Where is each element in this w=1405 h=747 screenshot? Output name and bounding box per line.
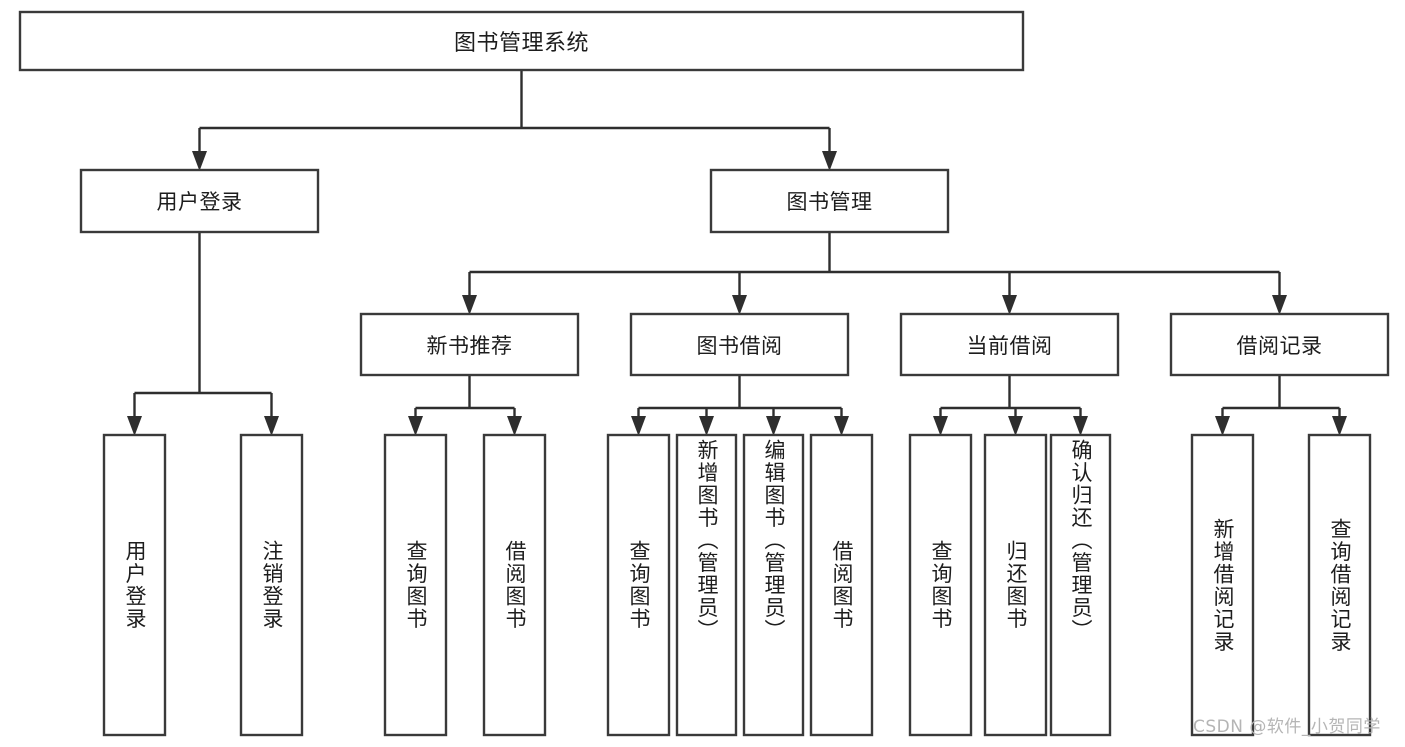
connector-arrowhead [1002,295,1017,315]
leaf-box[interactable] [983,433,1048,737]
leaf-box[interactable] [742,433,805,737]
level3-box[interactable] [1169,312,1390,377]
leaf-box[interactable] [606,433,671,737]
leaf-box[interactable] [908,433,973,737]
connector-arrowhead [1332,416,1347,436]
node-box-group [18,10,1390,737]
connector-arrowhead [507,416,522,436]
leaf-box[interactable] [809,433,874,737]
level3-box[interactable] [899,312,1120,377]
leaf-box[interactable] [102,433,167,737]
leaf-box[interactable] [383,433,448,737]
connector-arrowhead [732,295,747,315]
leaf-box[interactable] [239,433,304,737]
connector-arrowhead [933,416,948,436]
connector-arrowhead [631,416,646,436]
leaf-box[interactable] [675,433,738,737]
level3-box[interactable] [629,312,850,377]
level3-box[interactable] [359,312,580,377]
connector-arrowhead [1008,416,1023,436]
connector-arrowhead [127,416,142,436]
connector-arrowhead [192,151,207,171]
connector-arrowhead [264,416,279,436]
level2-box[interactable] [709,168,950,234]
connector-arrowhead [822,151,837,171]
connector-arrowhead [408,416,423,436]
connector-arrowhead [462,295,477,315]
leaf-box[interactable] [1190,433,1255,737]
leaf-box[interactable] [1307,433,1372,737]
connector-arrowhead [1272,295,1287,315]
connector-arrowhead [699,416,714,436]
connector-group [127,70,1347,436]
level2-box[interactable] [79,168,320,234]
root-box[interactable] [18,10,1025,72]
leaf-box[interactable] [1049,433,1112,737]
connector-arrowhead [834,416,849,436]
connector-arrowhead [1073,416,1088,436]
leaf-box[interactable] [482,433,547,737]
connector-arrowhead [766,416,781,436]
connector-arrowhead [1215,416,1230,436]
